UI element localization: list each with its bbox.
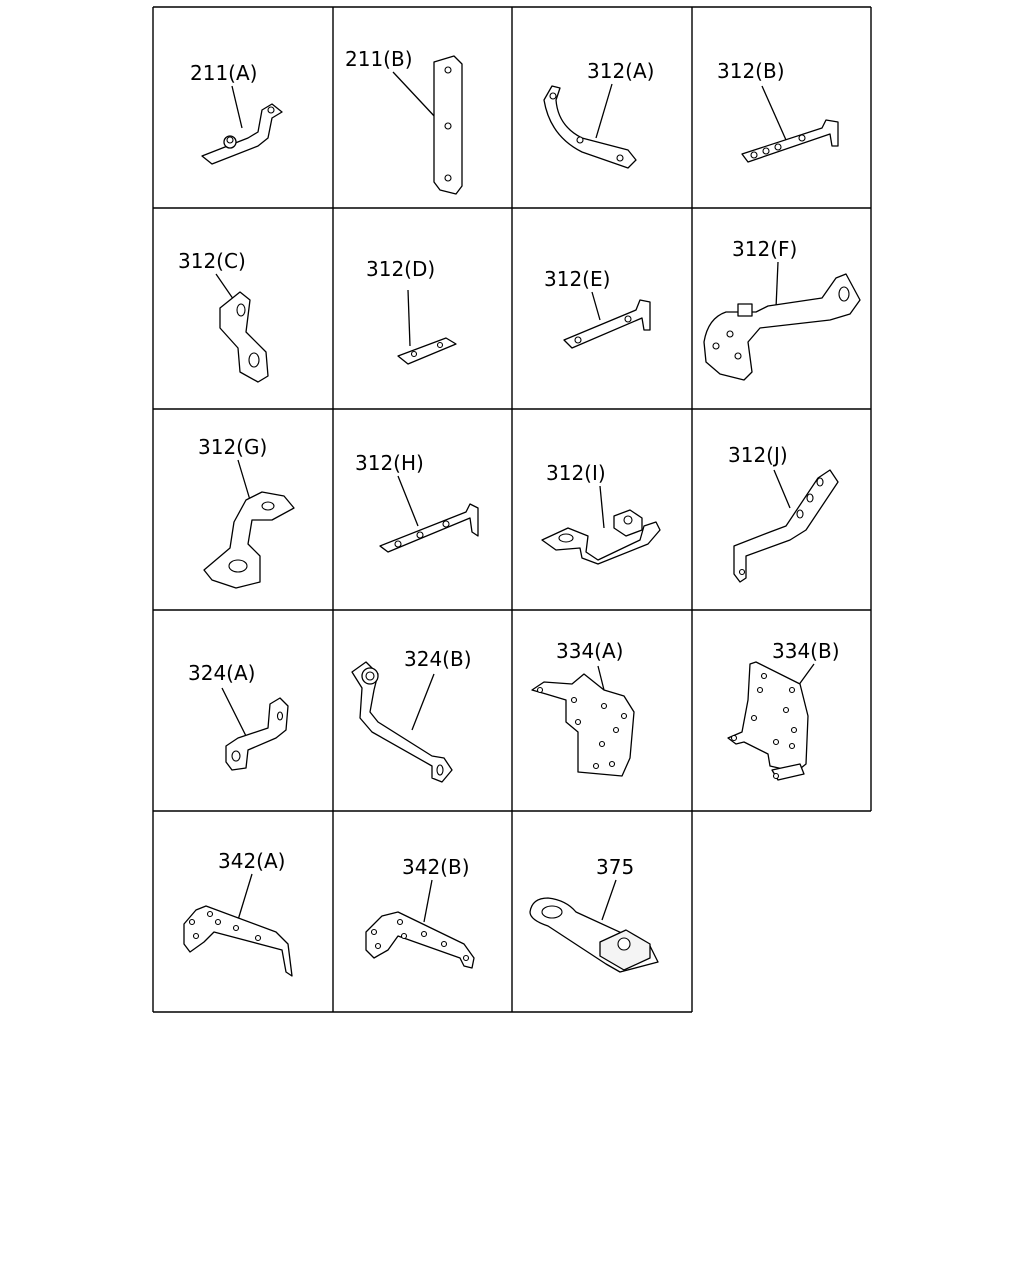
part-label-312b: 312(B): [717, 59, 785, 83]
cell-312a: 312(A): [543, 59, 654, 169]
part-label-312e: 312(E): [544, 267, 610, 291]
part-label-342b: 342(B): [402, 855, 470, 879]
part-label-312a: 312(A): [587, 59, 654, 83]
part-label-342a: 342(A): [218, 849, 285, 873]
cell-312d: 312(D): [366, 257, 457, 365]
cell-342b: 342(B): [365, 855, 475, 969]
part-label-375: 375: [596, 855, 634, 879]
part-label-312i: 312(I): [546, 461, 606, 485]
cell-312h: 312(H): [355, 451, 479, 553]
part-label-334b: 334(B): [772, 639, 840, 663]
cell-342a: 342(A): [183, 849, 293, 977]
catalog-grid: [152, 6, 872, 1013]
part-label-312f: 312(F): [732, 237, 797, 261]
cell-312b: 312(B): [717, 59, 839, 163]
cell-312j: 312(J): [728, 443, 839, 583]
part-label-334a: 334(A): [556, 639, 623, 663]
cell-312c: 312(C): [178, 249, 269, 383]
cell-211a: 211(A): [190, 61, 283, 165]
cell-312f: 312(F): [703, 237, 861, 381]
part-label-211a: 211(A): [190, 61, 257, 85]
part-label-324a: 324(A): [188, 661, 255, 685]
part-label-312c: 312(C): [178, 249, 246, 273]
cell-334a: 334(A): [531, 639, 635, 777]
cell-375: 375: [529, 855, 659, 973]
cell-312g: 312(G): [198, 435, 295, 589]
part-label-312h: 312(H): [355, 451, 424, 475]
cell-211b: 211(B): [345, 47, 463, 195]
part-label-324b: 324(B): [404, 647, 472, 671]
part-label-312g: 312(G): [198, 435, 267, 459]
cell-324b: 324(B): [351, 647, 472, 783]
cell-334b: 334(B): [727, 639, 840, 781]
part-label-211b: 211(B): [345, 47, 413, 71]
cell-312e: 312(E): [544, 267, 651, 349]
cell-312i: 312(I): [541, 461, 661, 565]
cell-324a: 324(A): [188, 661, 289, 771]
part-label-312d: 312(D): [366, 257, 435, 281]
part-label-312j: 312(J): [728, 443, 788, 467]
